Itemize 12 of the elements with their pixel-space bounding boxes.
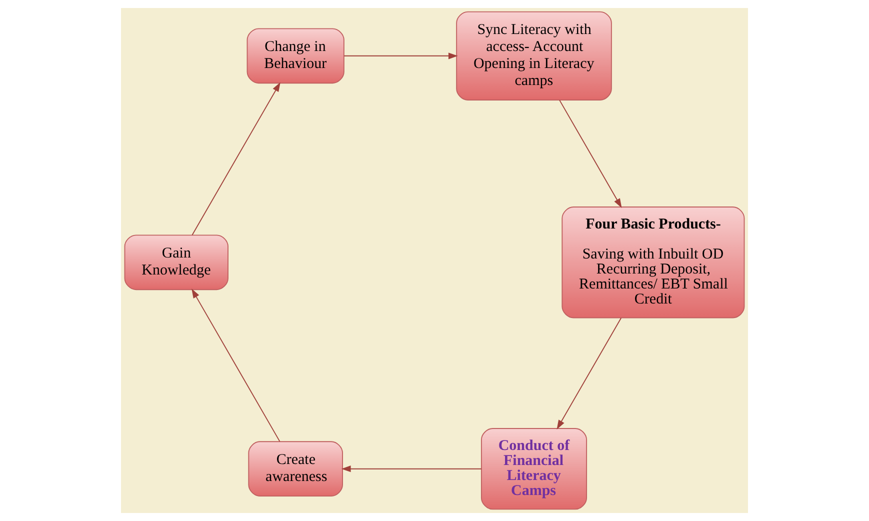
arrow xyxy=(559,100,622,208)
arrow xyxy=(556,318,622,430)
node-box: Gain Knowledge xyxy=(124,234,228,290)
arrow xyxy=(192,288,280,442)
node-box: Sync Literacy with access- Account Opening in Literacy camps xyxy=(456,11,612,100)
node-box: Four Basic Products- Saving with Inbuilt OD Recurring Deposit, Remittances/ EBT Small Credit xyxy=(562,206,745,318)
arrow xyxy=(192,82,280,236)
arrow xyxy=(341,466,482,472)
node-box: Conduct of Financial Literacy Camps xyxy=(480,428,588,510)
node-box: Change in Behaviour xyxy=(246,28,344,84)
arrow xyxy=(344,52,458,60)
node-box: Create awareness xyxy=(248,441,343,497)
